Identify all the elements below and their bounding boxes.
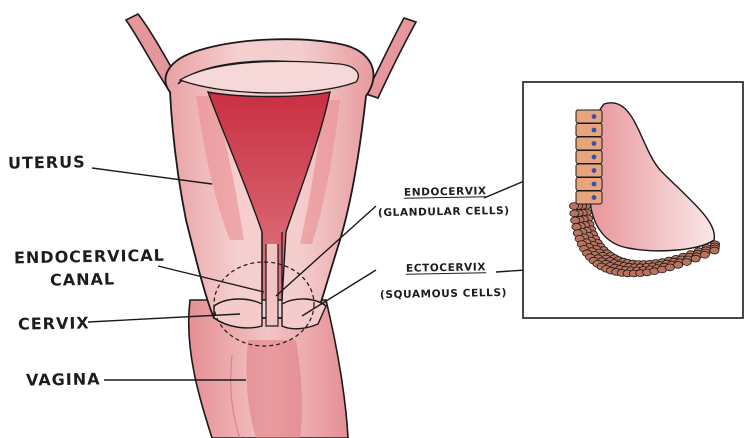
- label-uterus: UTERUS: [8, 152, 86, 172]
- label-endocervical-canal-line2: CANAL: [50, 269, 115, 289]
- label-ectocervix-sub: (SQUAMOUS CELLS): [380, 287, 507, 301]
- columnar-cell-layer: [576, 110, 602, 204]
- columnar-cell: [576, 164, 602, 177]
- columnar-cell: [576, 191, 602, 204]
- label-cervix: CERVIX: [18, 313, 90, 333]
- label-endocervix-sub: (GLANDULAR CELLS): [378, 205, 510, 219]
- cell-nucleus: [592, 141, 597, 146]
- squamous-cell: [572, 224, 581, 231]
- squamous-cell: [674, 262, 683, 269]
- squamous-cell: [700, 251, 709, 258]
- columnar-cell: [576, 124, 602, 137]
- columnar-cell: [576, 151, 602, 164]
- cell-nucleus: [592, 195, 597, 200]
- label-endocervix: ENDOCERVIX: [404, 185, 487, 198]
- squamous-cell: [682, 259, 691, 266]
- cell-nucleus: [592, 128, 597, 133]
- columnar-cell: [576, 178, 602, 191]
- squamous-cell: [570, 210, 579, 217]
- cell-nucleus: [592, 168, 597, 173]
- columnar-cell: [576, 137, 602, 150]
- fallopian-tube-right: [366, 18, 416, 98]
- cell-nucleus: [592, 155, 597, 160]
- label-vagina: VAGINA: [26, 369, 101, 389]
- squamous-cell: [691, 255, 700, 262]
- columnar-cell: [576, 110, 602, 123]
- squamous-cell: [710, 247, 719, 254]
- squamous-cell: [571, 217, 580, 224]
- label-ectocervix: ECTOCERVIX: [406, 261, 486, 274]
- cell-nucleus: [592, 114, 597, 119]
- label-endocervical-canal-line1: ENDOCERVICAL: [14, 246, 165, 268]
- cell-nucleus: [592, 182, 597, 187]
